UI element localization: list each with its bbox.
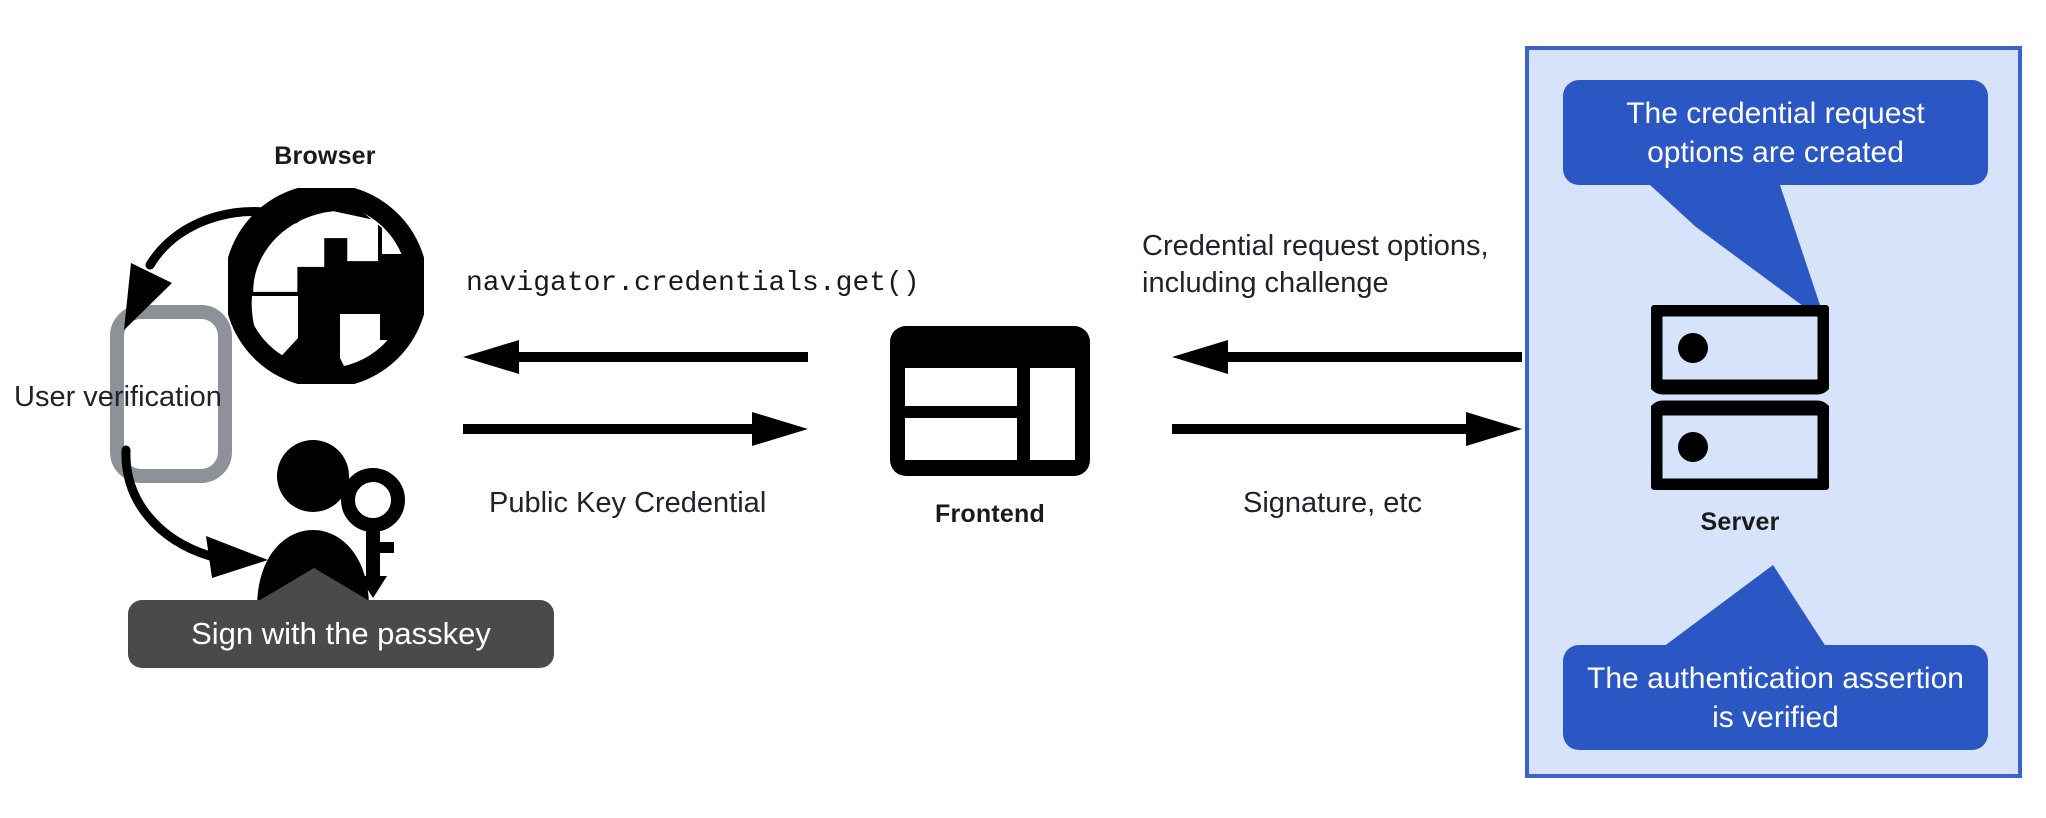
passkey-callout-text: Sign with the passkey bbox=[191, 616, 491, 651]
signature-etc-label: Signature, etc bbox=[1243, 487, 1422, 519]
mobile-phone-icon bbox=[110, 305, 232, 483]
arrow-left-icon-server bbox=[1172, 340, 1522, 374]
browser-label: Browser bbox=[274, 142, 376, 170]
credential-request-options-line-1: Credential request options, bbox=[1142, 230, 1489, 262]
frontend-label: Frontend bbox=[935, 500, 1045, 528]
passkey-callout: Sign with the passkey bbox=[128, 600, 554, 668]
arrow-right-icon bbox=[463, 412, 808, 446]
globe-icon bbox=[228, 188, 424, 384]
server-callout-bottom: The authentication assertion is verified bbox=[1563, 645, 1988, 750]
server-rack-icon bbox=[1651, 305, 1829, 490]
arrow-left-icon bbox=[463, 340, 808, 374]
public-key-credential-label: Public Key Credential bbox=[489, 487, 767, 519]
credential-request-options-label: Credential request options, including ch… bbox=[1142, 228, 1542, 302]
callout-tail-passkey bbox=[250, 568, 378, 606]
server-callout-top: The credential request options are creat… bbox=[1563, 80, 1988, 185]
server-callout-bottom-text: The authentication assertion is verified bbox=[1587, 661, 1964, 734]
credential-request-options-line-2: including challenge bbox=[1142, 267, 1389, 300]
server-label: Server bbox=[1700, 508, 1780, 536]
callout-tail-top bbox=[1650, 185, 1826, 323]
navigator-credentials-get-label: navigator.credentials.get() bbox=[466, 268, 920, 299]
web-layout-icon bbox=[890, 326, 1090, 476]
callout-tail-bottom bbox=[1655, 565, 1830, 653]
arrow-right-icon-server bbox=[1172, 412, 1522, 446]
server-callout-top-text: The credential request options are creat… bbox=[1626, 96, 1925, 169]
curved-arrow-down-icon bbox=[124, 207, 300, 330]
user-verification-label: User verification bbox=[14, 381, 222, 413]
curved-arrow-down-right-icon bbox=[121, 445, 268, 578]
